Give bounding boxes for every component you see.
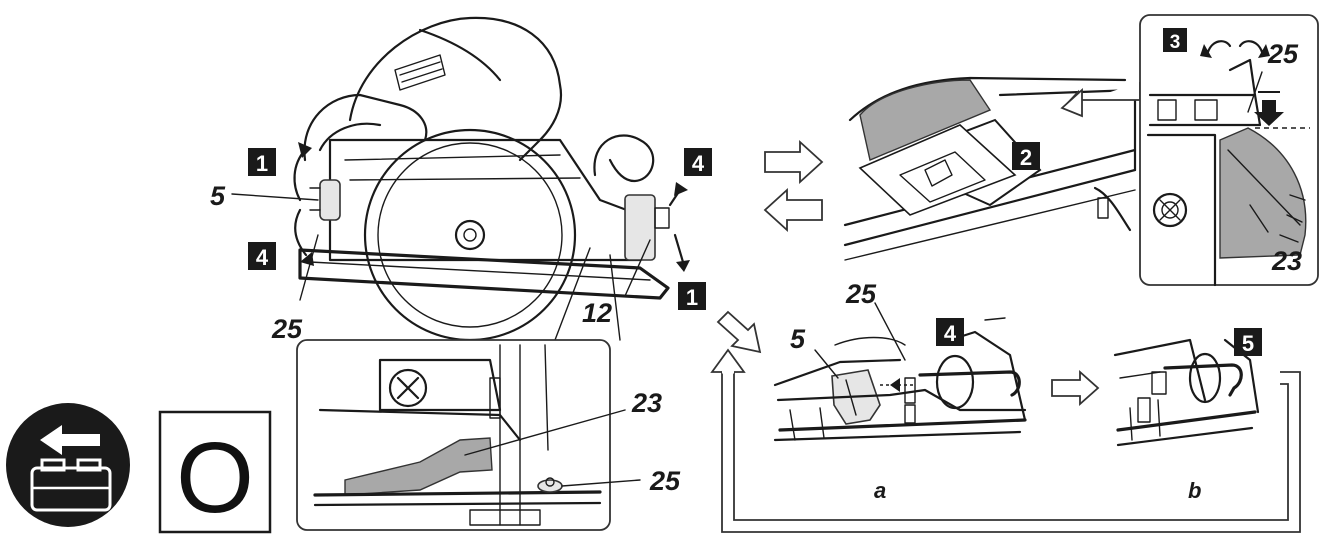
position-symbol: O xyxy=(176,422,254,534)
callout-5-main: 5 xyxy=(210,181,226,211)
callout-25-top: 25 xyxy=(1267,39,1299,69)
svg-text:2: 2 xyxy=(1020,145,1032,170)
svg-text:3: 3 xyxy=(1170,32,1181,53)
panel-a-adjustment xyxy=(716,302,1027,442)
callout-23-top: 23 xyxy=(1271,246,1302,276)
svg-text:5: 5 xyxy=(1242,331,1254,356)
callout-25-inset: 25 xyxy=(649,466,681,496)
svg-text:4: 4 xyxy=(256,245,269,270)
callout-23-inset: 23 xyxy=(631,388,662,418)
step-badge-2: 2 xyxy=(1012,142,1040,170)
step-badge-5: 5 xyxy=(1234,328,1262,356)
a-to-b-arrow xyxy=(1051,369,1100,407)
step-badge-4-left: 4 xyxy=(248,242,276,270)
position-symbol-box: O xyxy=(158,410,272,534)
step-badge-1-right: 1 xyxy=(678,282,706,310)
svg-text:1: 1 xyxy=(256,151,268,176)
left-outline-arrow xyxy=(763,187,823,233)
step-badge-4-right: 4 xyxy=(684,148,712,176)
step-badge-4-panel-a: 4 xyxy=(936,318,964,346)
sublabel-b: b xyxy=(1188,478,1201,503)
svg-text:4: 4 xyxy=(692,151,705,176)
battery-removal-icon xyxy=(6,403,130,527)
step-badge-1-left: 1 xyxy=(248,148,276,176)
callout-5-a: 5 xyxy=(790,324,806,354)
svg-text:1: 1 xyxy=(686,285,698,310)
circular-saw-main xyxy=(231,16,690,342)
sublabel-a: a xyxy=(874,478,886,503)
callout-25-a: 25 xyxy=(845,279,877,309)
callout-25-main: 25 xyxy=(271,314,303,344)
step-2-blade-guide xyxy=(843,76,1141,261)
callout-12-main: 12 xyxy=(582,298,612,328)
step-3-detail-box xyxy=(1139,14,1319,287)
return-loop-arrow xyxy=(710,348,1301,533)
right-outline-arrow xyxy=(764,139,824,185)
step-badge-3: 3 xyxy=(1163,28,1187,53)
panel-b-adjustment xyxy=(1113,338,1260,447)
svg-text:4: 4 xyxy=(944,321,957,346)
detail-inset xyxy=(296,339,641,531)
